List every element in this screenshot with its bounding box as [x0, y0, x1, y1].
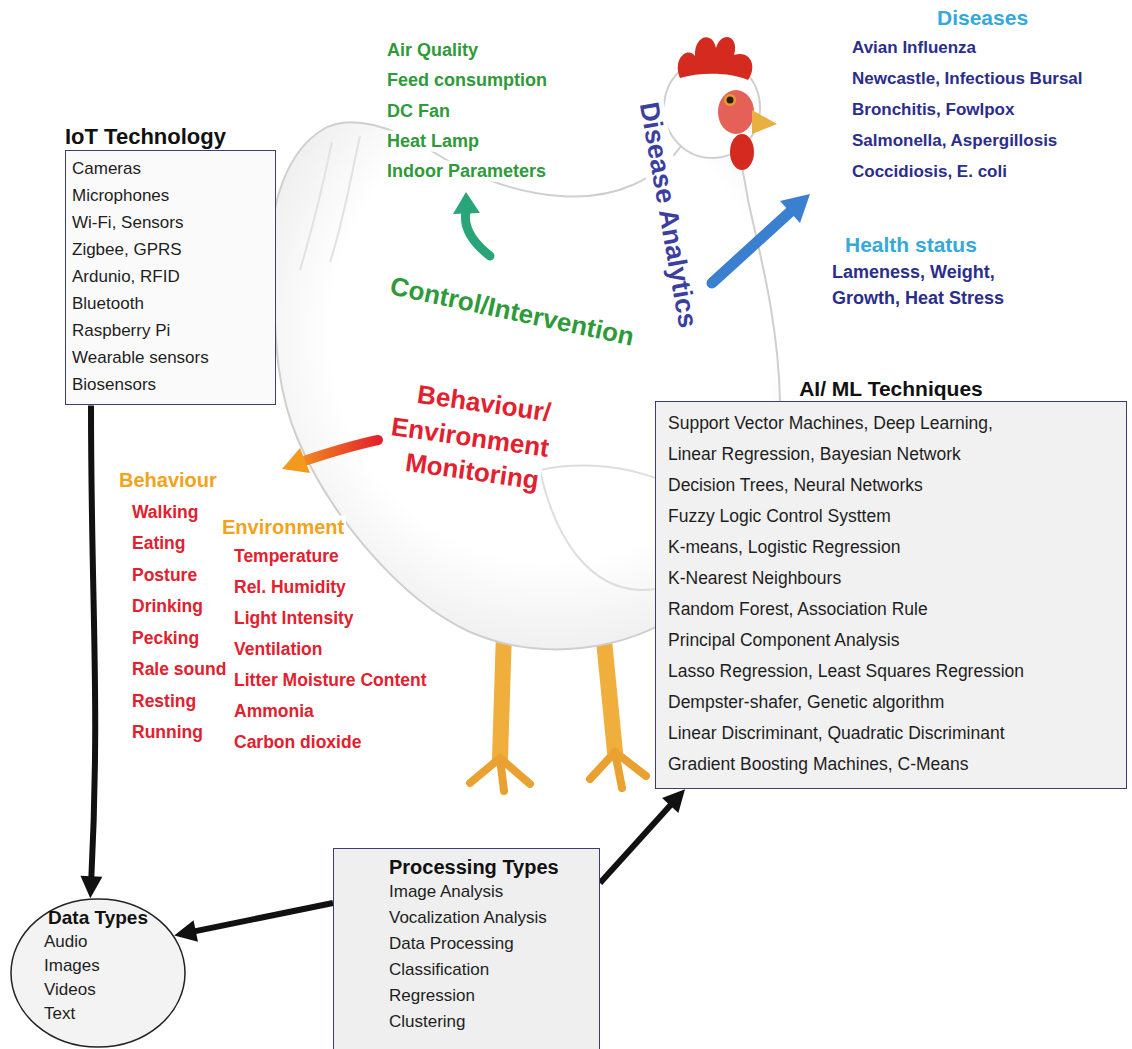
list-item: Ardunio, RFID	[72, 263, 180, 290]
list-item: Zigbee, GPRS	[72, 236, 182, 263]
list-item: Bluetooth	[72, 290, 144, 317]
arrow-line	[600, 803, 673, 883]
annotation-label: DC Fan	[385, 101, 452, 122]
annotation-label: Heat Lamp	[385, 131, 481, 152]
list-item: Decision Trees, Neural Networks	[668, 470, 923, 501]
annotation-label: Rel. Humidity	[232, 577, 348, 597]
box-heading: AI/ ML Techniques	[655, 376, 1127, 401]
annotation-label: Resting	[130, 691, 198, 711]
annotation-label: Control/Intervention	[385, 271, 638, 353]
list-item: Classification	[389, 957, 489, 983]
list-item: Random Forest, Association Rule	[668, 594, 928, 625]
list-item: Support Vector Machines, Deep Learning,	[668, 408, 993, 439]
arrow-head	[174, 920, 198, 942]
annotation-label: Litter Moisture Content	[232, 670, 429, 690]
annotation-label: Rale sound	[130, 659, 228, 679]
list-item: Text	[44, 1002, 75, 1026]
list-item: Lasso Regression, Least Squares Regressi…	[668, 656, 1024, 687]
annotation-label: Newcastle, Infectious Bursal	[850, 69, 1085, 89]
list-item: Cameras	[72, 155, 141, 182]
circle-content: Data TypesAudioImagesVideosText	[10, 898, 186, 1026]
list-item: Dempster-shafer, Genetic algorithm	[668, 687, 944, 718]
annotation-label: Avian Influenza	[850, 38, 978, 58]
box-frame: CamerasMicrophonesWi-Fi, SensorsZigbee, …	[65, 150, 276, 405]
control-arrow	[453, 192, 490, 256]
annotation-label: Coccidiosis, E. coli	[850, 162, 1009, 182]
annotation-label: Behaviour	[117, 469, 219, 492]
annotation-label: Lameness, Weight,	[830, 262, 997, 283]
arrow-head	[662, 789, 685, 813]
annotation-label: Pecking	[130, 628, 201, 648]
annotation-label: Temperature	[232, 546, 341, 566]
list-item: Gradient Boosting Machines, C-Means	[668, 749, 969, 780]
list-item: Vocalization Analysis	[389, 905, 547, 931]
list-item: Linear Discriminant, Quadratic Discrimin…	[668, 718, 1005, 749]
monitoring-arrow	[282, 440, 378, 473]
processing-box: Processing TypesImage AnalysisVocalizati…	[333, 848, 600, 1049]
annotation-label: Salmonella, Aspergillosis	[850, 131, 1059, 151]
list-item: Audio	[44, 930, 87, 954]
box-heading: Processing Types	[334, 855, 593, 879]
list-item: Clustering	[389, 1009, 466, 1035]
box-heading: Data Types	[10, 907, 186, 930]
arrow-line	[192, 903, 333, 932]
data-types-circle: Data TypesAudioImagesVideosText	[10, 898, 186, 1048]
box-frame: Processing TypesImage AnalysisVocalizati…	[333, 848, 600, 1049]
annotation-label: Diseases	[935, 6, 1030, 30]
annotation-label: Posture	[130, 565, 199, 585]
list-item: Videos	[44, 978, 96, 1002]
annotation-label: Walking	[130, 502, 200, 522]
list-item: Raspberry Pi	[72, 317, 170, 344]
list-item: Wearable sensors	[72, 344, 209, 371]
list-item: K-Nearest Neighbours	[668, 563, 841, 594]
annotation-label: Air Quality	[385, 40, 480, 61]
list-item: Regression	[389, 983, 475, 1009]
list-item: Linear Regression, Bayesian Network	[668, 439, 961, 470]
arrow-head	[80, 876, 102, 899]
list-item: Principal Component Analysis	[668, 625, 900, 656]
arrow-line	[91, 405, 95, 880]
list-item: Images	[44, 954, 100, 978]
annotation-label: Running	[130, 722, 205, 742]
list-item: Microphones	[72, 182, 169, 209]
annotation-label: Light Intensity	[232, 608, 356, 628]
list-item: Fuzzy Logic Control Systtem	[668, 501, 891, 532]
annotation-label: Drinking	[130, 596, 205, 616]
annotation-label: Carbon dioxide	[232, 732, 363, 752]
list-item: Wi-Fi, Sensors	[72, 209, 183, 236]
techniques-box: AI/ ML TechniquesSupport Vector Machines…	[655, 376, 1127, 789]
box-heading: IoT Technology	[65, 124, 276, 150]
annotation-label: Ventilation	[232, 639, 324, 659]
flow-arrow	[600, 789, 685, 883]
annotation-label: Disease Analytics	[633, 98, 704, 332]
box-frame: Support Vector Machines, Deep Learning,L…	[655, 401, 1127, 789]
annotation-label: Indoor Parameters	[385, 161, 548, 182]
analytics-arrow	[712, 194, 810, 283]
list-item: Biosensors	[72, 371, 156, 398]
annotation-label: Environment	[220, 516, 346, 539]
annotation-label: Ammonia	[232, 701, 316, 721]
flow-arrow	[80, 405, 102, 898]
list-item: Image Analysis	[389, 879, 503, 905]
annotation-label: Feed consumption	[385, 70, 549, 91]
circle-shape	[11, 899, 185, 1047]
flow-arrow	[174, 903, 333, 942]
technology-box: IoT TechnologyCamerasMicrophonesWi-Fi, S…	[65, 124, 276, 405]
list-item: Data Processing	[389, 931, 514, 957]
annotation-label: Eating	[130, 533, 187, 553]
annotation-label: Health status	[843, 233, 979, 257]
annotation-label: Bronchitis, Fowlpox	[850, 100, 1016, 120]
annotation-label: Growth, Heat Stress	[830, 288, 1006, 309]
list-item: K-means, Logistic Regression	[668, 532, 900, 563]
